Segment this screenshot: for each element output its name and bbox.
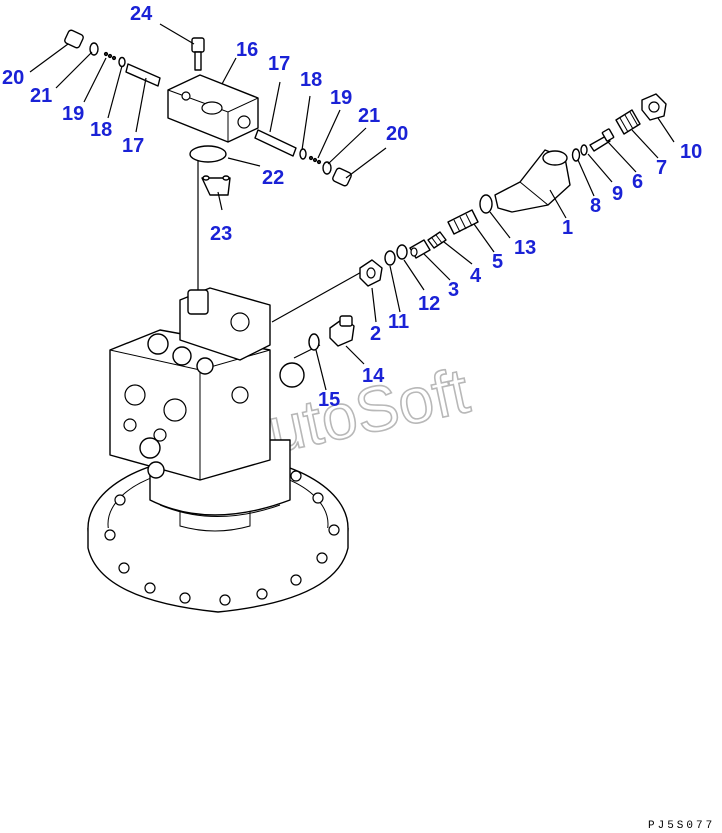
callout-2[interactable]: 2 (370, 323, 381, 345)
callout-24[interactable]: 24 (130, 3, 153, 25)
callout-9[interactable]: 9 (612, 183, 623, 205)
callout-21-left[interactable]: 21 (30, 85, 52, 107)
callout-23[interactable]: 23 (210, 223, 232, 245)
callout-10[interactable]: 10 (680, 141, 702, 163)
plunger-6 (589, 128, 615, 152)
seat-2 (359, 259, 383, 287)
left-valve-stack (64, 29, 161, 87)
o-ring-22 (189, 145, 227, 163)
valve-block-16 (167, 74, 259, 143)
callout-12[interactable]: 12 (418, 293, 440, 315)
o-ring-8 (571, 148, 581, 162)
adjust-screw-7 (615, 109, 641, 135)
callout-21-right[interactable]: 21 (358, 105, 380, 127)
callout-18-left[interactable]: 18 (90, 119, 112, 141)
spring-5 (447, 209, 479, 235)
drawing-code: PJ5S077 (648, 820, 715, 832)
callout-19-right[interactable]: 19 (330, 87, 352, 109)
o-ring-11 (384, 250, 396, 266)
callout-14[interactable]: 14 (362, 365, 385, 387)
callout-8[interactable]: 8 (590, 195, 601, 217)
swing-motor-assembly (87, 287, 349, 613)
ring-12 (396, 244, 408, 260)
callout-17-right[interactable]: 17 (268, 53, 290, 75)
callout-20-right[interactable]: 20 (386, 123, 408, 145)
ring-9 (580, 144, 588, 156)
callout-6[interactable]: 6 (632, 171, 643, 193)
nut-10 (641, 93, 667, 121)
callout-1[interactable]: 1 (562, 217, 573, 239)
callout-22[interactable]: 22 (262, 167, 284, 189)
callout-20-left[interactable]: 20 (2, 67, 24, 89)
main-relief-valve-1 (494, 149, 571, 213)
callout-16[interactable]: 16 (236, 39, 258, 61)
callout-18-right[interactable]: 18 (300, 69, 322, 91)
callout-19-left[interactable]: 19 (62, 103, 84, 125)
callout-leaders (29, 23, 675, 391)
callout-4[interactable]: 4 (470, 265, 482, 287)
piston-4 (427, 231, 447, 249)
callout-7[interactable]: 7 (656, 157, 667, 179)
callout-17-left[interactable]: 17 (122, 135, 144, 157)
o-ring-13 (479, 194, 493, 214)
callout-5[interactable]: 5 (492, 251, 503, 273)
valve-3 (409, 239, 431, 259)
bolt-24 (191, 37, 205, 71)
callout-11[interactable]: 11 (388, 311, 409, 333)
pin-23 (201, 175, 231, 196)
callout-13[interactable]: 13 (514, 237, 536, 259)
callout-15[interactable]: 15 (318, 389, 340, 411)
callout-3[interactable]: 3 (448, 279, 459, 301)
right-valve-stack (254, 129, 352, 187)
plug-14 (329, 315, 355, 347)
o-ring-15 (308, 333, 320, 351)
callout-labels: 24 16 20 21 19 18 17 17 18 19 21 20 22 2… (2, 3, 702, 411)
